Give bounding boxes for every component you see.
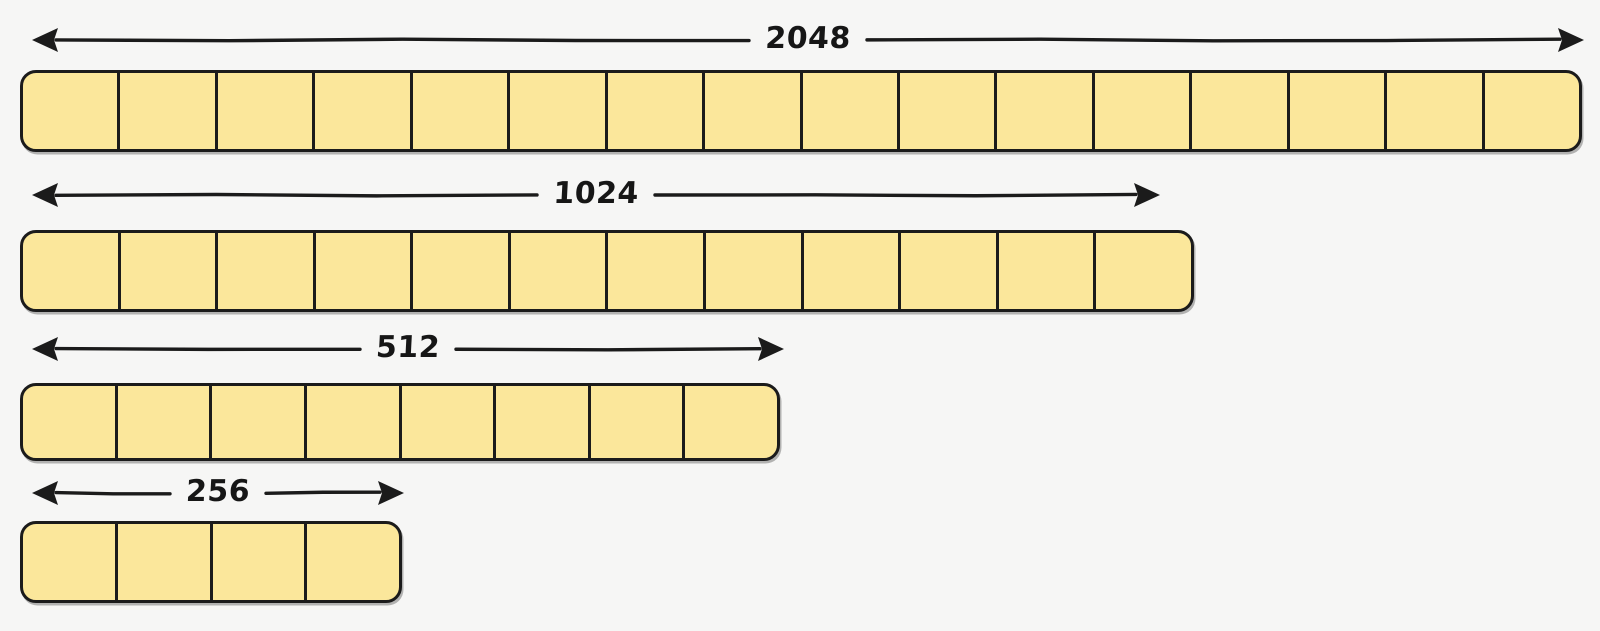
memory-cell xyxy=(402,386,497,458)
arrow-line-right xyxy=(655,194,1136,195)
memory-bar-512 xyxy=(20,383,780,461)
arrow-head-right xyxy=(1134,183,1160,207)
memory-cell xyxy=(118,524,213,600)
dimension-label-256: 256 xyxy=(169,470,267,516)
memory-bar-256 xyxy=(20,521,402,603)
memory-cell xyxy=(1387,73,1484,149)
memory-cell xyxy=(218,233,316,309)
memory-cell xyxy=(23,73,120,149)
memory-cell xyxy=(23,233,121,309)
arrow-head-right xyxy=(758,337,784,361)
arrow-line-left xyxy=(56,195,537,196)
arrow-line-right xyxy=(456,349,760,350)
memory-cell xyxy=(23,524,118,600)
dimension-arrow-2048: 2048 xyxy=(32,17,1584,63)
arrow-head-left xyxy=(32,28,58,52)
memory-cell xyxy=(685,386,777,458)
arrow-line-right xyxy=(867,39,1560,41)
arrow-head-left xyxy=(32,183,58,207)
memory-cell xyxy=(901,233,999,309)
memory-cell xyxy=(23,386,118,458)
memory-cell xyxy=(803,73,900,149)
memory-cell xyxy=(307,386,402,458)
memory-cell xyxy=(900,73,997,149)
arrow-head-right xyxy=(1558,28,1584,52)
dimension-label-512: 512 xyxy=(359,326,457,372)
memory-cell xyxy=(999,233,1097,309)
memory-cell xyxy=(1095,73,1192,149)
memory-cell xyxy=(218,73,315,149)
memory-cell xyxy=(1485,73,1579,149)
memory-cell xyxy=(212,386,307,458)
arrow-head-left xyxy=(32,337,58,361)
memory-cell xyxy=(120,73,217,149)
memory-cell xyxy=(591,386,686,458)
dimension-label-2048: 2048 xyxy=(748,17,868,63)
memory-cell xyxy=(608,73,705,149)
arrow-line-right xyxy=(266,492,380,493)
memory-cell xyxy=(213,524,308,600)
memory-cell xyxy=(706,233,804,309)
memory-cell xyxy=(511,233,609,309)
memory-cell xyxy=(316,233,414,309)
memory-cell xyxy=(705,73,802,149)
memory-cell xyxy=(1290,73,1387,149)
memory-cell xyxy=(997,73,1094,149)
dimension-arrow-1024: 1024 xyxy=(32,172,1160,218)
dimension-label-1024: 1024 xyxy=(536,172,656,218)
memory-cell xyxy=(1192,73,1289,149)
memory-cell xyxy=(496,386,591,458)
memory-cell xyxy=(804,233,902,309)
dimension-arrow-512: 512 xyxy=(32,326,784,372)
arrow-line-left xyxy=(56,493,170,494)
memory-cell xyxy=(413,233,511,309)
memory-bar-1024 xyxy=(20,230,1194,312)
arrow-line-left xyxy=(56,39,749,41)
memory-cell xyxy=(307,524,399,600)
memory-cell xyxy=(1096,233,1191,309)
memory-cell xyxy=(315,73,412,149)
memory-bar-2048 xyxy=(20,70,1582,152)
memory-cell xyxy=(413,73,510,149)
arrow-line-left xyxy=(56,349,360,350)
memory-cell xyxy=(121,233,219,309)
dimension-arrow-256: 256 xyxy=(32,470,404,516)
arrow-head-left xyxy=(32,481,58,505)
memory-cell xyxy=(608,233,706,309)
memory-cell xyxy=(510,73,607,149)
arrow-head-right xyxy=(378,481,404,505)
memory-cell xyxy=(118,386,213,458)
